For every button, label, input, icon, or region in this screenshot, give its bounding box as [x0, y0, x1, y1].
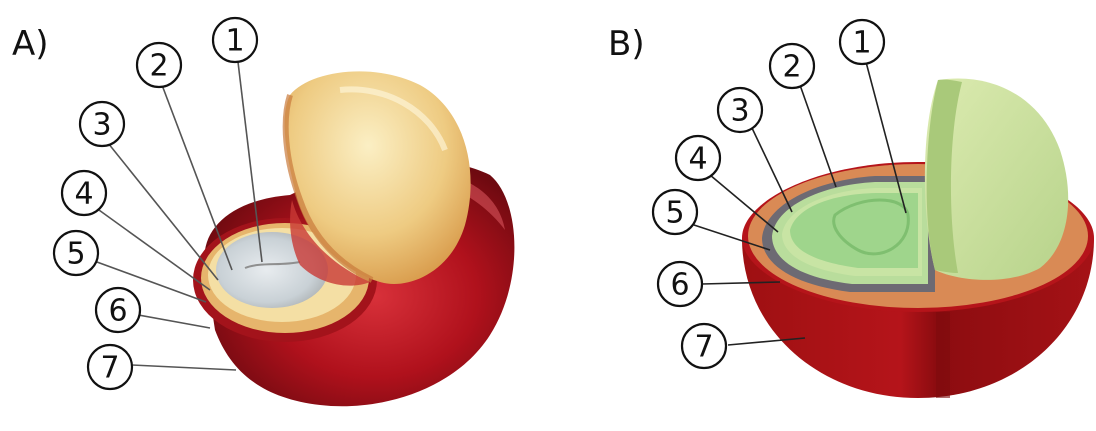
callout-b-1: 1: [840, 20, 884, 64]
callout-b-7: 7: [682, 324, 726, 368]
callout-a-3: 3: [80, 102, 124, 146]
svg-text:7: 7: [694, 330, 713, 365]
panel-b: B) 1 2 3 4 5 6 7: [608, 20, 1094, 398]
panel-b-label: B): [608, 24, 645, 64]
svg-text:1: 1: [852, 26, 871, 61]
callout-a-7: 7: [88, 345, 132, 389]
svg-text:6: 6: [108, 294, 127, 329]
callout-b-2: 2: [770, 44, 814, 88]
callout-a-5: 5: [54, 231, 98, 275]
callout-b-3: 3: [718, 88, 762, 132]
svg-text:6: 6: [670, 268, 689, 303]
callout-a-2: 2: [137, 43, 181, 87]
svg-text:1: 1: [225, 24, 244, 59]
callout-b-5: 5: [653, 190, 697, 234]
callout-a-1: 1: [213, 18, 257, 62]
svg-text:3: 3: [730, 94, 749, 129]
svg-text:5: 5: [66, 237, 85, 272]
callout-a-4: 4: [62, 171, 106, 215]
illustration-seam: [936, 312, 950, 398]
callout-b-4: 4: [676, 136, 720, 180]
svg-text:4: 4: [688, 142, 707, 177]
callout-b-6: 6: [658, 262, 702, 306]
leader-a-3: [108, 143, 218, 280]
callout-a-6: 6: [96, 288, 140, 332]
svg-text:2: 2: [149, 49, 168, 84]
svg-text:5: 5: [665, 196, 684, 231]
leader-a-7: [132, 365, 236, 370]
leader-b-2: [800, 85, 836, 187]
svg-text:2: 2: [782, 50, 801, 85]
svg-text:4: 4: [74, 177, 93, 212]
svg-text:3: 3: [92, 108, 111, 143]
panel-a-label: A): [12, 24, 49, 64]
leader-a-2: [162, 85, 232, 270]
svg-text:7: 7: [100, 351, 119, 386]
panel-a: A) 1 2 3 4 5 6 7: [12, 18, 514, 406]
